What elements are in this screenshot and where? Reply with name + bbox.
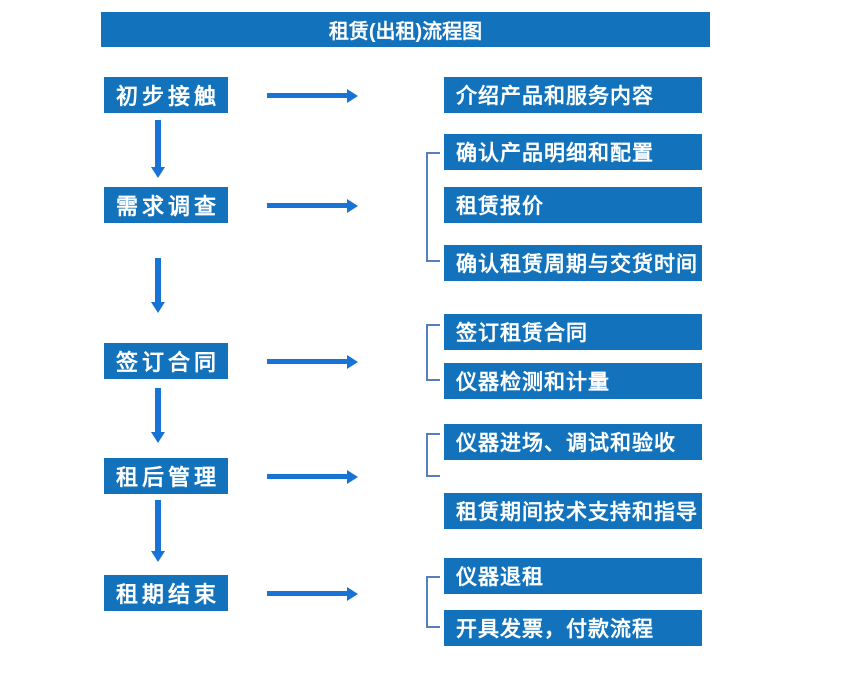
detail-box: 仪器进场、调试和验收 (444, 424, 702, 460)
step-box-rental-end: 租期结束 (104, 575, 228, 611)
step-box-requirement-survey: 需求调查 (104, 187, 228, 223)
detail-box: 仪器检测和计量 (444, 363, 702, 399)
detail-box: 确认产品明细和配置 (444, 134, 702, 170)
detail-box: 开具发票，付款流程 (444, 610, 702, 646)
bracket-connector (426, 433, 440, 477)
detail-box: 租赁期间技术支持和指导 (444, 493, 702, 529)
bracket-connector (426, 324, 440, 381)
flowchart-title: 租赁(出租)流程图 (101, 12, 710, 47)
detail-box: 介绍产品和服务内容 (444, 77, 702, 113)
arrow-right-icon (267, 354, 358, 369)
arrow-down-icon (151, 388, 165, 443)
arrow-down-icon (151, 500, 165, 562)
arrow-down-icon (151, 120, 165, 178)
arrow-right-icon (267, 88, 358, 103)
arrow-right-icon (267, 586, 358, 601)
step-box-initial-contact: 初步接触 (104, 77, 228, 113)
step-box-sign-contract: 签订合同 (104, 343, 228, 379)
detail-box: 确认租赁周期与交货时间 (444, 245, 702, 281)
bracket-connector (426, 576, 440, 628)
bracket-connector (426, 152, 440, 262)
arrow-down-icon (151, 258, 165, 313)
arrow-right-icon (267, 469, 358, 484)
detail-box: 租赁报价 (444, 187, 702, 223)
step-box-post-rental-management: 租后管理 (104, 458, 228, 494)
arrow-right-icon (267, 198, 358, 213)
detail-box: 仪器退租 (444, 558, 702, 594)
detail-box: 签订租赁合同 (444, 314, 702, 350)
